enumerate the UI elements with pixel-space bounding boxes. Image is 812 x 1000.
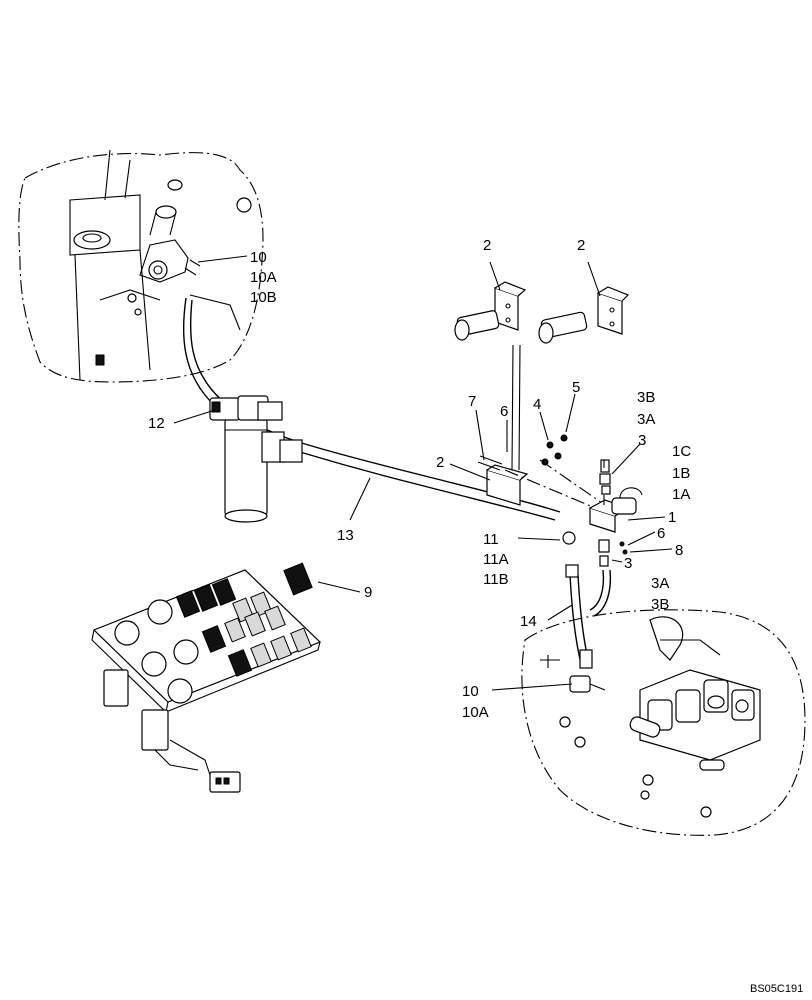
bracket-part-2-left [454,281,527,341]
filter-assembly-12 [209,395,303,523]
callout-2: 2 [436,454,444,471]
callout-9: 9 [364,584,372,601]
callout-6: 6 [500,403,508,420]
callout-11a: 11A [483,551,509,568]
callout-labels: 10 10A 10B 2 2 12 7 6 4 5 3B 3A 3 1C 1B … [148,237,691,721]
valve-mount-hardware [477,344,643,567]
engine-frame-assembly [18,149,264,383]
callout-2-left: 2 [483,237,491,254]
callout-3: 3 [638,432,646,449]
leader-lines [173,255,673,691]
switch-panel-9 [91,562,322,793]
callout-5: 5 [572,379,580,396]
callout-3a: 3A [637,411,655,428]
callout-14: 14 [520,613,537,630]
callout-10a: 10A [250,269,277,286]
callout-4: 4 [533,396,541,413]
callout-1: 1 [668,509,676,526]
callout-11b: 11B [483,571,509,588]
callout-3-lower: 3 [624,555,632,572]
callout-1c: 1C [672,443,691,460]
callout-3b-lower: 3B [651,596,669,613]
bracket-part-2-right [538,286,630,344]
callout-2-right: 2 [577,237,585,254]
callout-10b: 10B [250,289,277,306]
callout-10a-lower: 10A [462,704,489,721]
callout-11: 11 [483,531,499,548]
hose-route-14 [565,564,612,669]
callout-1b: 1B [672,465,690,482]
callout-12: 12 [148,415,165,432]
callout-7: 7 [468,393,476,410]
callout-13: 13 [337,527,354,544]
callout-3b: 3B [637,389,655,406]
callout-10-lower: 10 [462,683,479,700]
callout-3a-lower: 3A [651,575,669,592]
drawing-reference-number: BS05C191 [750,983,803,995]
callout-10: 10 [250,249,267,266]
callout-8: 8 [675,542,683,559]
callout-6-lower: 6 [657,525,665,542]
control-valve-assembly [521,609,806,836]
callout-1a: 1A [672,486,690,503]
